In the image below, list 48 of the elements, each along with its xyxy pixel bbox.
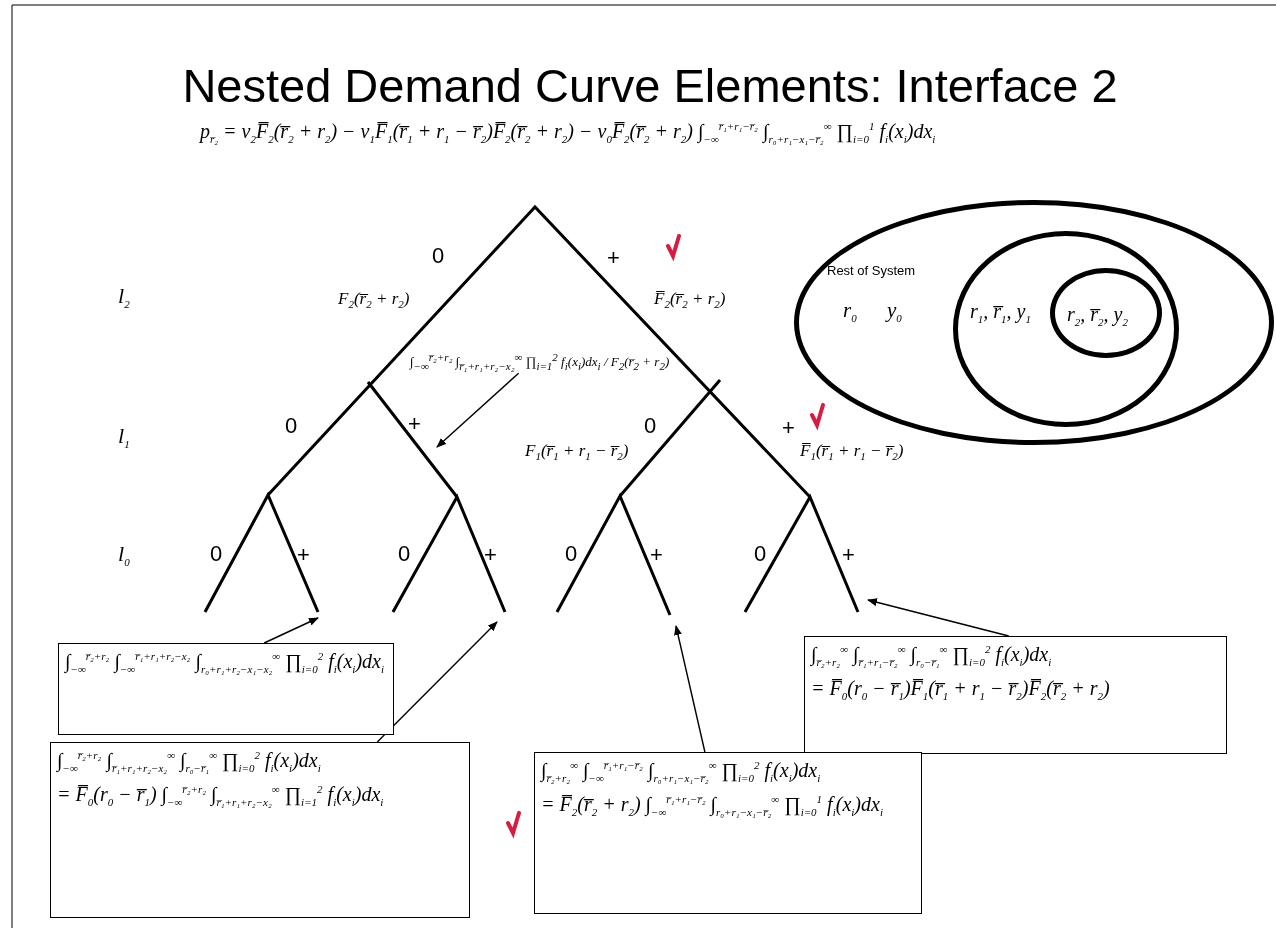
formula-box [804,636,1227,754]
variable-label: y$_{0}$ [887,297,902,326]
branch-label: + [408,410,421,438]
branch-label: 0 [754,540,767,568]
arrow [436,372,520,448]
math-formula: ∫$_{r̅₂+r₂}$$^{∞}$ ∫$_{r̅₁+r₁−r̅₂}$$^{∞}$ ∫$_{r₀−r̅₁}$$^{∞}$ ∏$_{i=0}$$^{2}$ f$_{i}$(x$_{i}$)dx$_{i}$ [811,642,1053,670]
branch-label: + [650,541,663,569]
branch-label: 0 [565,540,578,568]
branch-label: + [484,541,497,569]
arrow [867,598,1010,637]
branch-label: + [297,541,310,569]
branch-label: 0 [210,540,223,568]
level-label: l$_{2}$ [118,282,130,312]
nested-ellipse [1050,268,1162,358]
probability-label: F̅$_{2}$(r̅$_{2}$ + r$_{2}$) [654,288,726,312]
branch-label: + [842,541,855,569]
branch-label: 0 [285,412,298,440]
math-formula: ∫$_{−∞}$$^{r̅₂+r₂}$ ∫$_{−∞}$$^{r̅₁+r₁+r₂−x₂}$ ∫$_{r₀+r₁+r₂−x₁−x₂}$$^{∞}$ ∏$_{i=0}$$^{2}$ f$_{i}$(x$_{i}$)dx$_{i}$ [65,649,385,677]
nested-ellipse [794,200,1274,445]
arrow [376,621,498,743]
variable-label: r$_{1}$, r̅$_{1}$, y$_{1}$ [970,299,1031,327]
arrow [674,625,706,753]
formula-box [58,643,394,735]
probability-label: F̅$_{1}$(r̅$_{1}$ + r$_{1}$ − r̅$_{2}$) [800,440,904,464]
formula-box [50,742,470,918]
probability-label: F$_{2}$(r̅$_{2}$ + r$_{2}$) [338,288,410,312]
branch-label: + [782,414,795,442]
branch-label: 0 [644,412,657,440]
math-formula: ∫$_{−∞}$$^{r̅₂+r₂}$ ∫$_{r̅₁+r₁+r₂−x₂}$$^{∞}$ ∫$_{r₀−r̅₁}$$^{∞}$ ∏$_{i=0}$$^{2}$ f$_{i}$(x$_{i}$)dx$_{i}$ [57,748,322,776]
formula-box [534,752,922,914]
math-formula: = F̅$_{0}$(r$_{0}$ − r̅$_{1}$) ∫$_{−∞}$$^{r̅₂+r₂}$ ∫$_{r̅₁+r₁+r₂−x₂}$$^{∞}$ ∏$_{i=1}$$^{2}$ f$_{i}$(x$_{i}$)dx$_{i}$ [57,782,385,810]
branch-label: 0 [398,540,411,568]
nested-ellipse [953,231,1179,427]
probability-label: F$_{1}$(r̅$_{1}$ + r$_{1}$ − r̅$_{2}$) [525,440,629,464]
level-label: l$_{1}$ [118,422,130,452]
math-formula: p$_{r̅₂}$ = v$_{2}$F̅$_{2}$(r̅$_{2}$ + r$_{2}$) − v$_{1}$F̅$_{1}$(r̅$_{1}$ + r$_{1}$ − r̅$_{2}$)F̅$_{2}$(r̅$_{2}$ + r$_{2}$) − v$_{0}$F̅$_{2}$(r̅$_{2}$ + r$_{2}$) ∫$_{−∞}$$^{r̅₁+r₁−r̅₂}$ ∫$_{r₀+r₁−x₁−r̅₂}$$^{∞}$ ∏$_{i=0}$$^{1}$ f$_{i}$(x$_{i}$)dx$_{i}$ [200,119,936,147]
variable-label: r$_{2}$, r̅$_{2}$, y$_{2}$ [1067,302,1128,330]
slide-title: Nested Demand Curve Elements: Interface 2 [181,58,1119,113]
branch-label: 0 [432,242,445,270]
math-formula: ∫$_{−∞}$$^{r̅₂+r₂}$ ∫$_{r̅₁+r₁+r₂−x₂}$$^{∞}$ ∏$_{i=1}$$^{2}$ f$_{i}$(x$_{i}$)dx$_{i}$ / F$_{2}$(r̅$_{2}$ + r$_{2}$) [410,350,670,374]
variable-label: r$_{0}$ [843,297,857,326]
region-label: Rest of System [827,263,916,278]
math-formula: ∫$_{r̅₂+r₂}$$^{∞}$ ∫$_{−∞}$$^{r̅₁+r₁−r̅₂}$ ∫$_{r₀+r₁−x₁−r̅₂}$$^{∞}$ ∏$_{i=0}$$^{2}$ f$_{i}$(x$_{i}$)dx$_{i}$ [541,758,822,786]
level-label: l$_{0}$ [118,540,130,570]
branch-label: + [607,244,620,272]
arrow [263,617,319,644]
math-formula: = F̅$_{0}$(r$_{0}$ − r̅$_{1}$)F̅$_{1}$(r̅$_{1}$ + r$_{1}$ − r̅$_{2}$)F̅$_{2}$(r̅$_{2}$ + r$_{2}$) [811,676,1111,704]
math-formula: = F̅$_{2}$(r̅$_{2}$ + r$_{2}$) ∫$_{−∞}$$^{r̅₁+r₁−r̅₂}$ ∫$_{r₀+r₁−x₁−r̅₂}$$^{∞}$ ∏$_{i=0}$$^{1}$ f$_{i}$(x$_{i}$)dx$_{i}$ [541,792,884,820]
